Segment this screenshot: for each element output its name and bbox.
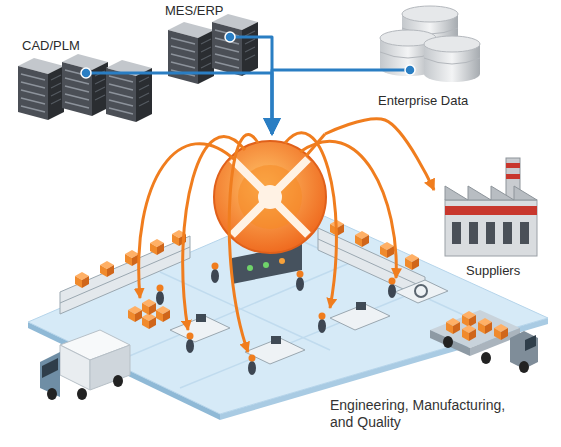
chimney-stripe bbox=[506, 174, 520, 179]
cargo-box bbox=[128, 306, 142, 322]
hub-gaps bbox=[232, 159, 308, 235]
factory-band bbox=[445, 206, 537, 215]
flow-arrow bbox=[285, 133, 336, 308]
status-light bbox=[247, 265, 253, 271]
cargo-box bbox=[150, 239, 164, 255]
factory-building bbox=[445, 158, 537, 256]
shelf-front bbox=[60, 236, 190, 314]
factory-wall bbox=[445, 200, 537, 256]
worker-figure bbox=[186, 333, 194, 354]
shelf-board bbox=[60, 247, 190, 303]
worker-figure bbox=[211, 263, 219, 284]
chimney-stripe bbox=[506, 163, 520, 168]
truck-wheel bbox=[113, 375, 123, 387]
server-rack bbox=[168, 22, 214, 84]
cargo-box bbox=[446, 318, 460, 334]
cargo-box bbox=[405, 254, 419, 270]
factory-window bbox=[520, 222, 529, 244]
server-group bbox=[18, 54, 152, 122]
factory-roof bbox=[445, 186, 537, 200]
server-system: CAD/PLM bbox=[14, 34, 160, 124]
status-light bbox=[263, 262, 269, 268]
server-system: MES/ERP bbox=[162, 2, 265, 68]
connector bbox=[160, 73, 272, 134]
flow-arrow-stem bbox=[306, 134, 325, 156]
worker-figure bbox=[388, 278, 396, 299]
cargo-box bbox=[462, 311, 476, 327]
machine-wheel bbox=[415, 285, 427, 297]
truck-window bbox=[42, 358, 58, 378]
cargo-box bbox=[355, 231, 369, 247]
flow-arrow bbox=[139, 144, 235, 298]
cargo-box bbox=[100, 261, 114, 277]
connectors bbox=[160, 37, 434, 190]
cargo-box bbox=[75, 272, 89, 288]
database-cylinder bbox=[424, 36, 480, 82]
desk-monitor bbox=[356, 302, 366, 310]
feed-line bbox=[86, 37, 410, 73]
truck-wheel bbox=[47, 388, 57, 400]
cargo-box bbox=[125, 250, 139, 266]
factory-window bbox=[486, 222, 495, 244]
delivery-truck bbox=[430, 310, 538, 373]
truck-cargo-front bbox=[60, 345, 90, 390]
feed-dot bbox=[225, 32, 235, 42]
supplier-factory: Suppliers bbox=[434, 128, 546, 284]
delivery-truck bbox=[40, 330, 130, 400]
cargo-box bbox=[478, 318, 492, 334]
worker-figure bbox=[156, 285, 164, 306]
worker-figure bbox=[296, 271, 304, 292]
desk-monitor bbox=[271, 336, 281, 344]
cargo-box bbox=[156, 306, 170, 322]
node-label: MES/ERP bbox=[165, 3, 224, 19]
factory-window bbox=[503, 222, 512, 244]
truck-bed bbox=[430, 310, 520, 348]
worker-figure bbox=[248, 355, 256, 376]
status-light bbox=[279, 258, 285, 264]
node-label: Enterprise Data bbox=[378, 93, 468, 109]
worker-figure bbox=[318, 313, 326, 334]
flow-arrow bbox=[229, 134, 258, 352]
truck-window bbox=[525, 335, 536, 351]
feed-dot bbox=[405, 65, 415, 75]
connector bbox=[325, 119, 434, 190]
truck-wheel bbox=[481, 352, 491, 364]
server-rack bbox=[62, 54, 108, 116]
truck-cargo-side bbox=[90, 345, 130, 390]
factory-window bbox=[452, 222, 461, 244]
shelf-unit bbox=[60, 230, 190, 314]
server-rack bbox=[18, 58, 64, 120]
box-pile bbox=[128, 299, 170, 329]
node-label: Engineering, Manufacturing, and Quality bbox=[330, 397, 518, 431]
cargo-box bbox=[462, 325, 476, 341]
flow-arrow bbox=[300, 141, 396, 278]
desk-monitor bbox=[196, 314, 206, 322]
work-desks bbox=[170, 280, 448, 364]
truck-wheel bbox=[443, 336, 453, 348]
workers bbox=[156, 263, 396, 376]
feed-dot bbox=[81, 68, 91, 78]
hub-center bbox=[258, 185, 282, 209]
factory-floor: Engineering, Manufacturing, and Quality bbox=[18, 134, 538, 445]
factory-window bbox=[469, 222, 478, 244]
server-rack bbox=[212, 14, 258, 76]
cargo-box bbox=[142, 299, 156, 315]
cargo-box bbox=[380, 242, 394, 258]
node-label: Suppliers bbox=[466, 263, 520, 279]
database-system: Enterprise Data bbox=[372, 4, 480, 114]
cargo-box bbox=[142, 313, 156, 329]
desk bbox=[395, 280, 448, 303]
connector bbox=[272, 70, 372, 134]
distribution-arrows bbox=[139, 133, 397, 352]
node-label: CAD/PLM bbox=[22, 38, 80, 54]
server-rack bbox=[106, 60, 152, 122]
truck-wheel bbox=[77, 388, 87, 400]
truck-wheel bbox=[519, 361, 529, 373]
cargo-box bbox=[494, 324, 508, 340]
